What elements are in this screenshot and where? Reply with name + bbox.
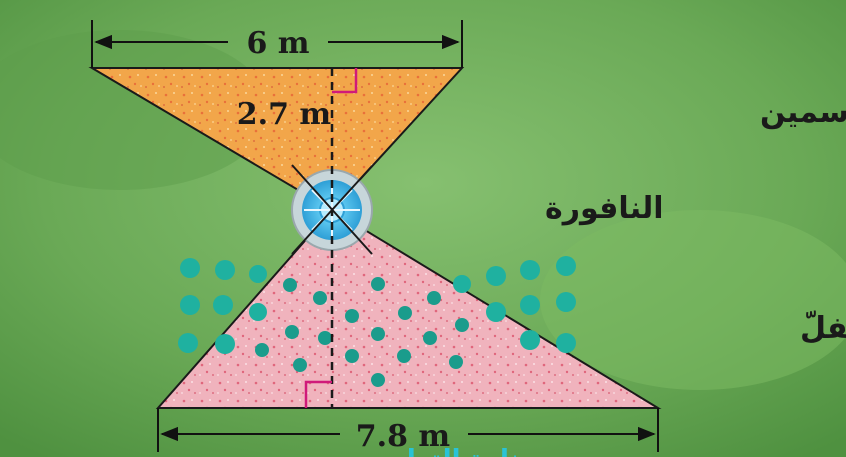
shrubs-inside	[255, 277, 469, 387]
top-base-label: 6 m	[246, 26, 309, 61]
bottom-base-label: 7.8 m	[356, 419, 451, 454]
right-angle-marker-top	[332, 68, 358, 94]
right-angle-marker-bottom	[304, 380, 332, 408]
fountain-label: النافورة	[545, 191, 664, 226]
bottom-base-dimension	[157, 408, 659, 452]
watermark-text: منارة التعليم	[375, 445, 536, 457]
shrubs-left	[178, 258, 267, 354]
jasmine-garden-triangle	[88, 67, 465, 212]
grass-patch	[540, 210, 846, 390]
shrubs-right	[453, 256, 576, 353]
height-label: 2.7 m	[237, 97, 332, 132]
top-base-dimension	[91, 20, 463, 68]
jasmine-garden-label: حديقة الياسمين	[760, 95, 846, 130]
fol-garden-label: حديقة الفلّ	[800, 311, 846, 346]
